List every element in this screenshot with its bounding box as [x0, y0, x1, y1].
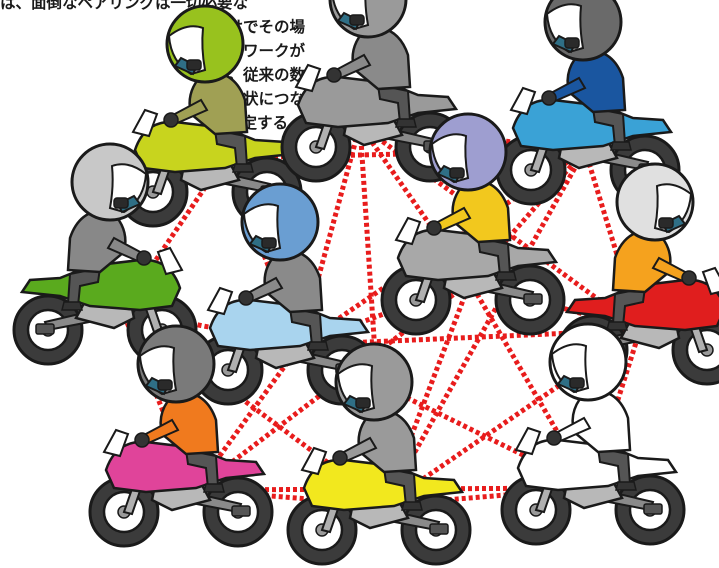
rider-mid-center-motorcycle [192, 182, 378, 406]
rider-bottom-left-motorcycle [88, 324, 274, 548]
mesh-link [382, 148, 588, 507]
rider-bottom-center-motorcycle [286, 342, 472, 566]
caption-line: は、面倒なペアリングは一切必要な [0, 0, 249, 12]
rider-center-right-motorcycle [380, 112, 566, 336]
caption-line: る。従来の数 [212, 66, 306, 84]
rider-bottom-right-motorcycle [500, 322, 686, 546]
riders [12, 0, 719, 566]
mesh-link [357, 123, 473, 284]
